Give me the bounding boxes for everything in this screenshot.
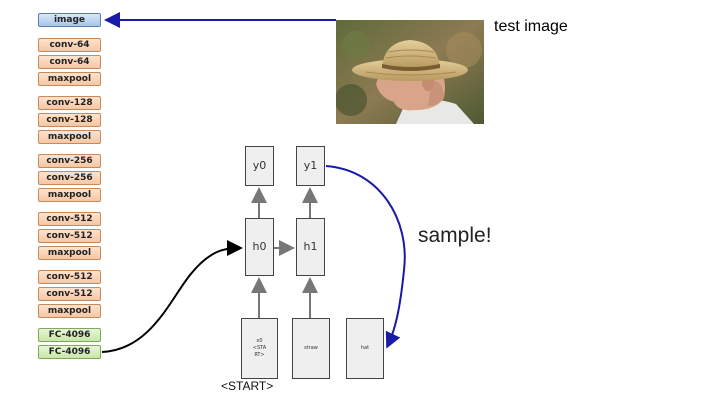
arrow-sample-y1-x2 — [326, 166, 405, 345]
arrow-fc-h0 — [102, 248, 239, 352]
